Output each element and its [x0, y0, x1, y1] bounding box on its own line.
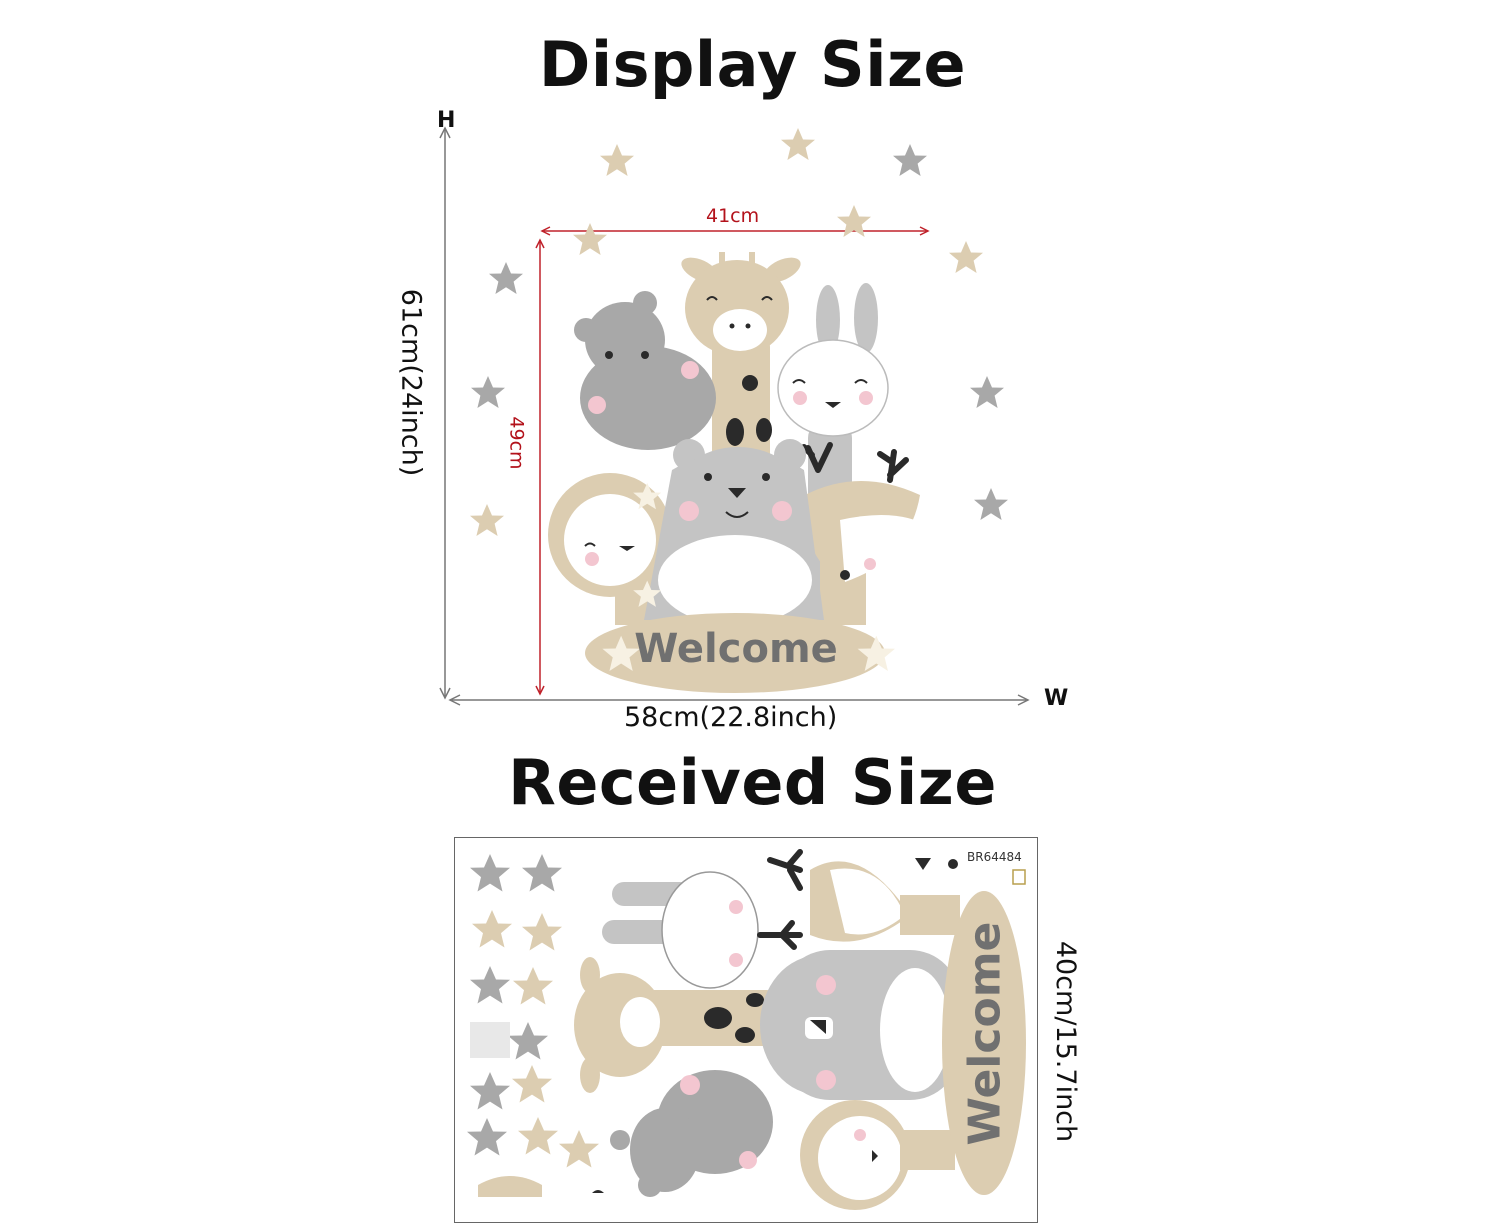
giraffe-icon — [681, 252, 801, 475]
bear-icon — [760, 950, 960, 1100]
axis-h-letter: H — [437, 108, 456, 133]
star-icon — [508, 1022, 548, 1060]
star-icon — [522, 913, 562, 951]
bear-icon — [644, 439, 824, 625]
welcome-plaque — [633, 483, 1026, 1195]
display-welcome-text: Welcome — [634, 626, 838, 672]
deer-icon — [801, 442, 920, 625]
small-nose-icon — [948, 859, 958, 869]
received-size-title: Received Size — [508, 746, 997, 819]
received-welcome-text: Welcome — [959, 921, 1011, 1146]
product-code: BR64484 — [967, 850, 1022, 864]
display-dimension-arrows — [439, 126, 1030, 706]
deer-icon — [757, 849, 960, 950]
inner-width-label: 41cm — [706, 205, 760, 227]
axis-w-letter: W — [1044, 686, 1069, 711]
mane-piece-icon — [478, 1176, 542, 1197]
star-icon — [470, 1072, 510, 1110]
star-icon — [522, 854, 562, 892]
star-icon — [470, 966, 510, 1004]
welcome-plaque — [585, 613, 895, 693]
star-icon — [518, 1117, 558, 1155]
hippo-icon — [610, 1070, 773, 1197]
display-size-title: Display Size — [538, 28, 967, 101]
lion-icon — [800, 1100, 955, 1210]
star-icon — [470, 854, 510, 892]
star-icon — [512, 1065, 552, 1103]
star-icon — [472, 910, 512, 948]
width-label: 58cm(22.8inch) — [624, 702, 838, 733]
star-icon — [467, 1118, 507, 1156]
received-size-label: 40cm/15.7inch — [1050, 940, 1082, 1143]
small-character-icon — [470, 1022, 510, 1058]
hippo-icon — [574, 291, 716, 450]
small-heart-icon — [1012, 869, 1026, 885]
rabbit-icon — [602, 871, 759, 989]
small-ear-icon — [915, 858, 931, 870]
small-nose-icon — [592, 1190, 604, 1193]
star-icon — [559, 1130, 599, 1168]
star-icon — [513, 967, 553, 1005]
giraffe-icon — [574, 957, 790, 1093]
display-artwork — [470, 128, 1008, 693]
